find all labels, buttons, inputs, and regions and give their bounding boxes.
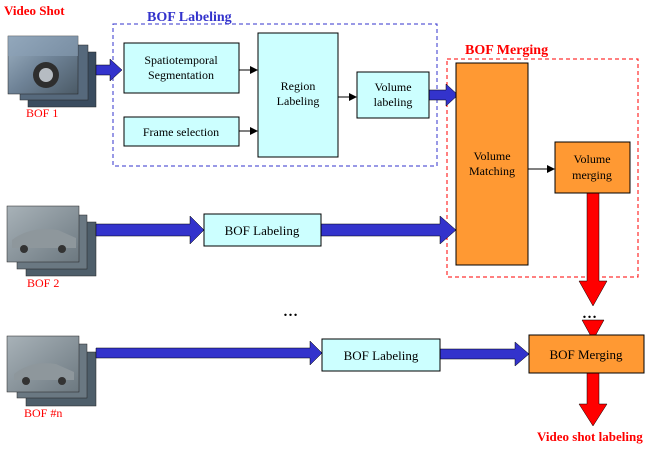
svg-text:Region: Region	[281, 79, 316, 93]
middle-ellipsis: …	[283, 304, 298, 320]
bof2-label: BOF 2	[27, 276, 59, 290]
bof2-to-labeling-arrow	[95, 215, 205, 245]
right-ellipsis: …	[582, 306, 597, 322]
bof1-input-arrow	[95, 58, 123, 82]
final-output-arrow	[578, 372, 608, 427]
volume-labeling-box: Volume labeling	[356, 71, 430, 119]
bofn-frame-stack	[6, 335, 97, 407]
merging-down-arrow	[578, 192, 608, 307]
volume-matching-box: Volume Matching	[455, 62, 529, 266]
svg-text:Matching: Matching	[469, 164, 515, 178]
bof2-labeling-to-matching-arrow	[320, 215, 457, 245]
svg-text:merging: merging	[572, 168, 612, 182]
svg-text:Volume: Volume	[573, 152, 610, 166]
bof-merging-group-frame	[446, 58, 639, 278]
bof2-labeling-box: BOF Labeling	[203, 213, 322, 247]
svg-text:BOF Labeling: BOF Labeling	[225, 223, 300, 238]
svg-text:labeling: labeling	[374, 95, 413, 109]
svg-text:Volume: Volume	[374, 80, 411, 94]
bof-labeling-title: BOF Labeling	[147, 10, 232, 25]
region-labeling-box: Region Labeling	[257, 32, 339, 158]
bofn-labeling-to-merging-arrow	[439, 341, 530, 367]
bof1-label: BOF 1	[26, 106, 58, 120]
svg-text:BOF Labeling: BOF Labeling	[344, 348, 419, 363]
svg-text:Spatiotemporal: Spatiotemporal	[144, 53, 218, 67]
svg-text:Volume: Volume	[473, 149, 510, 163]
svg-text:BOF Merging: BOF Merging	[549, 347, 623, 362]
volume-merging-box: Volume merging	[554, 141, 631, 194]
bof2-frame-stack	[6, 205, 97, 277]
svg-text:Frame selection: Frame selection	[143, 125, 219, 139]
bof-merging-title: BOF Merging	[465, 43, 548, 58]
video-shot-title: Video Shot	[4, 3, 65, 18]
svg-text:Segmentation: Segmentation	[148, 68, 214, 82]
spatiotemporal-segmentation-box: Spatiotemporal Segmentation	[123, 42, 240, 94]
bofn-to-labeling-arrow	[95, 340, 323, 366]
bofn-labeling-box: BOF Labeling	[321, 338, 441, 372]
frame-selection-box: Frame selection	[123, 116, 240, 147]
svg-text:Labeling: Labeling	[277, 94, 320, 108]
volume-to-merging-arrow	[428, 83, 459, 107]
merging-chain-arrow	[581, 319, 605, 341]
video-shot-labeling-title: Video shot labeling	[537, 429, 643, 444]
bof1-frame-stack	[7, 35, 97, 108]
bofn-merging-box: BOF Merging	[528, 334, 645, 374]
bofn-label: BOF #n	[24, 406, 62, 420]
